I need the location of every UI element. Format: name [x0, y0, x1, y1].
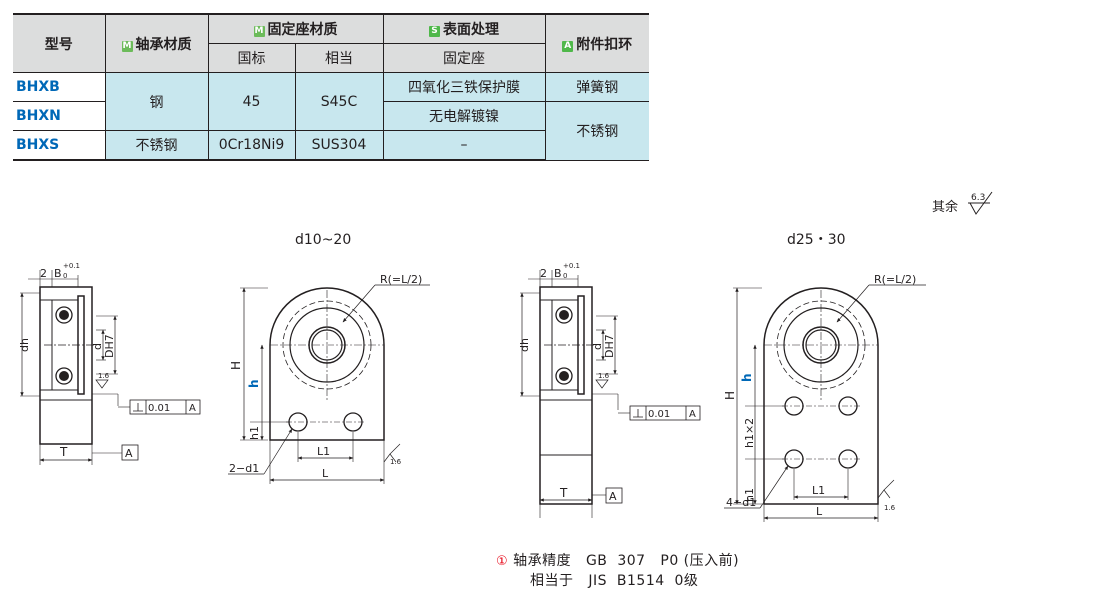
dim-dh7: DH7 — [103, 334, 116, 358]
large-front-view: R(=L/2) H h h1×2 h1 L1 L 4−d1 1.6 — [723, 273, 926, 522]
dim-dh-large: dh — [518, 338, 531, 352]
dim-l-large: L — [816, 505, 823, 518]
tol-lower: 0 — [63, 272, 67, 280]
roughness-1-6-small: 1.6 — [390, 458, 402, 466]
material-badge: M — [121, 40, 133, 52]
dim-t: T — [59, 445, 68, 459]
dim-h1x2-large: h1×2 — [743, 418, 756, 448]
accessory-badge: A — [562, 40, 574, 52]
dim-l1-large: L1 — [812, 484, 825, 497]
tol-lower-large: 0 — [563, 272, 567, 280]
dim-H-large: H — [723, 391, 737, 400]
surface-badge: S — [429, 26, 440, 37]
cell-bearing-steel: 钢 — [104, 72, 209, 131]
dim-h1-small: h1 — [248, 426, 261, 440]
cell-surface-oxide: 四氧化三铁保护膜 — [382, 72, 546, 102]
tol-upper-large: +0.1 — [563, 262, 580, 270]
roughness-symbol — [968, 191, 993, 215]
dim-H-small: H — [229, 361, 243, 370]
header-seat-material-label: 固定座材质 — [267, 22, 338, 38]
cell-equiv-sus304: SUS304 — [294, 130, 384, 161]
dim-2: 2 — [40, 267, 47, 280]
dim-t-large: T — [559, 486, 568, 500]
radius-label-small: R(=L/2) — [380, 273, 422, 286]
header-model: 型号 — [13, 13, 106, 73]
cell-surface-nickel: 无电解镀镍 — [382, 101, 546, 131]
cell-clip-stainless: 不锈钢 — [544, 101, 649, 161]
material-badge: M — [253, 26, 265, 37]
dim-d: d — [91, 343, 104, 350]
dim-dh7-large: DH7 — [603, 334, 616, 358]
datum-a-large: A — [609, 490, 617, 503]
dim-l1-small: L1 — [317, 445, 330, 458]
flatness-value-large: 0.01 — [648, 409, 670, 420]
roughness-value: 6.3 — [971, 193, 985, 203]
dim-b: B — [54, 267, 62, 280]
dim-b-large: B — [554, 267, 562, 280]
roughness-1-6: 1.6 — [98, 372, 110, 380]
model-bhxn: BHXN — [13, 101, 106, 131]
roughness-note-text: 其余 — [932, 199, 958, 215]
small-front-view: R(=L/2) H h h1 L1 L 2−d1 1.6 — [228, 273, 430, 484]
header-clip-label: 附件扣环 — [576, 36, 633, 53]
header-seat-equiv: 相当 — [294, 43, 384, 73]
dim-d-large: d — [591, 343, 604, 350]
note-line-2: 相当于 JIS B1514 0级 — [530, 573, 699, 589]
dim-2-large: 2 — [540, 267, 547, 280]
cell-surface-none: – — [382, 130, 545, 161]
flatness-value: 0.01 — [148, 403, 170, 414]
roughness-1-6-large-side: 1.6 — [598, 372, 610, 380]
radius-label-large: R(=L/2) — [874, 273, 916, 286]
large-side-section-view: dh d DH7 1.6 2 B +0.1 0 0.01 A T A — [518, 262, 701, 518]
tol-upper: +0.1 — [63, 262, 80, 270]
holes-label-small: 2−d1 — [229, 462, 259, 475]
cell-gb-45: 45 — [207, 72, 296, 131]
flatness-datum-large: A — [689, 409, 696, 420]
large-drawing-title: d25・30 — [787, 232, 846, 248]
cell-bearing-stainless: 不锈钢 — [104, 130, 209, 161]
cell-equiv-s45c: S45C — [294, 72, 384, 131]
small-drawing-title: d10~20 — [295, 232, 351, 248]
header-surface-label: 表面处理 — [443, 22, 499, 38]
model-bhxs: BHXS — [13, 130, 106, 161]
cell-clip-spring: 弹簧钢 — [544, 72, 649, 102]
datum-a: A — [125, 447, 133, 460]
global-roughness-note: 其余 6.3 — [932, 191, 993, 215]
dim-h-large: h — [740, 373, 754, 382]
dim-h-small: h — [247, 379, 261, 388]
roughness-1-6-large: 1.6 — [884, 504, 896, 512]
dim-h1-large: h1 — [743, 488, 756, 502]
flatness-datum: A — [189, 403, 196, 414]
dim-dh: dh — [18, 338, 31, 352]
note-line-1: 轴承精度 GB 307 P0 (压入前) — [513, 553, 740, 569]
note-marker-icon: ① — [496, 554, 509, 569]
holes-label-large: 4−d1 — [726, 496, 756, 509]
small-side-section-view: dh d DH7 1.6 2 B +0.1 0 0.01 A T A — [18, 262, 201, 465]
header-bearing-material-label: 轴承材质 — [135, 36, 192, 53]
cell-gb-0cr18ni9: 0Cr18Ni9 — [207, 130, 296, 161]
bearing-accuracy-note: ① 轴承精度 GB 307 P0 (压入前) — [496, 550, 739, 570]
dim-l-small: L — [322, 467, 329, 480]
